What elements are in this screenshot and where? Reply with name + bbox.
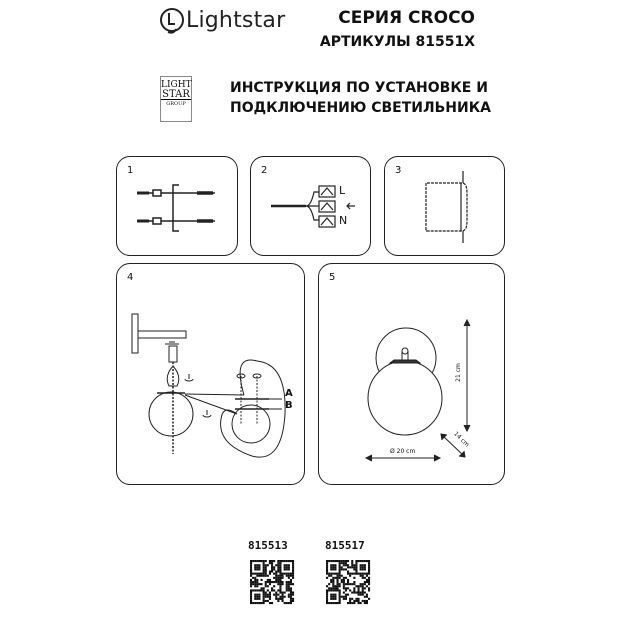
article-code: 815517 xyxy=(325,539,365,552)
step-number: 4 xyxy=(127,272,134,283)
diameter-dimension: Ø 20 cm xyxy=(390,448,416,455)
step-5-panel: 5 21 cm Ø 20 cm 14 cm xyxy=(318,263,505,485)
lightstar-group-logo: LIGHT STAR GROUP xyxy=(160,76,192,122)
qr-code-icon xyxy=(250,560,295,605)
instruction-line: ПОДКЛЮЧЕНИЮ СВЕТИЛЬНИКА xyxy=(230,100,491,116)
mounting-plate-icon xyxy=(425,171,468,243)
step-3-panel: 3 xyxy=(384,156,505,256)
article-code: 815513 xyxy=(248,539,288,552)
series-title: СЕРИЯ CROCO xyxy=(338,8,475,28)
globe-assembly-icon xyxy=(131,313,286,458)
step-2-panel: 2 L N xyxy=(250,156,371,256)
neutral-label: N xyxy=(339,214,348,227)
step-4-panel: 4 A B xyxy=(116,263,305,485)
step-number: 3 xyxy=(395,165,402,176)
step-number: 5 xyxy=(329,272,336,283)
qr-code-icon xyxy=(326,560,371,605)
step-number: 1 xyxy=(127,165,134,176)
dimensions-drawing-icon xyxy=(364,318,471,462)
logo-line: STAR xyxy=(161,89,191,100)
live-label: L xyxy=(339,184,346,197)
logo-line: LIGHT xyxy=(161,80,192,90)
instruction-line: ИНСТРУКЦИЯ ПО УСТАНОВКЕ И xyxy=(230,80,488,96)
step-number: 2 xyxy=(261,165,268,176)
terminal-block-icon xyxy=(271,185,355,228)
instruction-title: ИНСТРУКЦИЯ ПО УСТАНОВКЕ И ПОДКЛЮЧЕНИЮ СВ… xyxy=(230,78,491,118)
part-a-label: A xyxy=(285,388,293,399)
part-b-label: B xyxy=(285,400,293,411)
step-1-panel: 1 xyxy=(116,156,238,256)
logo-line: GROUP xyxy=(166,101,186,107)
brand-name: Lightstar xyxy=(186,8,286,33)
mounting-screws-icon xyxy=(137,184,215,232)
article-numbers: АРТИКУЛЫ 81551X xyxy=(319,34,475,50)
